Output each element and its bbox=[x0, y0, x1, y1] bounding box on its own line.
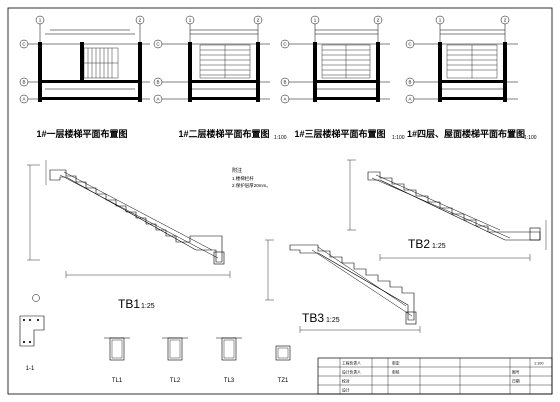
plan-1: C B A 1 2 1#一层楼梯平面布置图 bbox=[19, 15, 150, 139]
tb1-dims bbox=[27, 160, 231, 278]
plan-3-scale: 1:100 bbox=[392, 135, 405, 141]
plan-3-axis-1: 1 bbox=[314, 18, 317, 23]
column-tz1-label: TZ1 bbox=[278, 378, 289, 384]
plan-1-axis-b: B bbox=[22, 80, 25, 85]
tb2-steps bbox=[367, 171, 541, 241]
plan-1-axis-c: A bbox=[22, 97, 25, 102]
tb-row-3: 校对 bbox=[342, 379, 350, 384]
plan-2-axis-1: 1 bbox=[189, 18, 192, 23]
plan-4-axis-c: A bbox=[408, 97, 411, 102]
stair-tb1: TB1 1:25 bbox=[27, 160, 231, 311]
plan-4-axis-2: 2 bbox=[504, 18, 507, 23]
plan-4-axis-b: B bbox=[408, 80, 411, 85]
column-tz1: TZ1 bbox=[275, 345, 291, 384]
tb3-rebar bbox=[311, 246, 413, 317]
stair-tb2: TB2 1:25 bbox=[347, 159, 547, 261]
beam-tl3: TL3 bbox=[216, 337, 242, 384]
plan-3-title: 1#三层楼梯平面布置图 bbox=[294, 128, 385, 139]
section-1-1-marker bbox=[32, 294, 40, 302]
tb1-label: TB1 bbox=[118, 297, 140, 311]
plan-2: C B A 1 2 1#二层楼梯平面布置图 1:100 bbox=[153, 15, 287, 141]
plan-2-axis-2: 2 bbox=[257, 18, 260, 23]
plan-4-scale: 1:100 bbox=[524, 135, 537, 141]
plan-3-axis-c: A bbox=[283, 97, 286, 102]
plan-3-axis-b: B bbox=[283, 80, 286, 85]
tb-row-1: 工程负责人 bbox=[342, 361, 361, 366]
plan-4-title: 1#四层、屋面楼梯平面布置图 bbox=[407, 128, 525, 139]
plan-1-grid bbox=[24, 20, 150, 102]
plan-1-stair bbox=[83, 47, 119, 79]
beam-tl3-label: TL3 bbox=[224, 378, 235, 384]
beam-tl2-label: TL2 bbox=[170, 378, 181, 384]
plan-2-title: 1#二层楼梯平面布置图 bbox=[178, 128, 269, 139]
beam-tl2: TL2 bbox=[162, 337, 188, 384]
plan-3: C B A 1 2 1#三层楼梯平面布置图 1:100 bbox=[280, 15, 405, 141]
plan-1-walls bbox=[38, 42, 142, 102]
plan-2-scale: 1:100 bbox=[274, 135, 287, 141]
tb-cell-4: 日期 bbox=[512, 379, 520, 384]
tb2-beam bbox=[529, 227, 541, 241]
plan-2-axis-b: B bbox=[156, 80, 159, 85]
tb3-beam bbox=[405, 311, 417, 325]
plan-1-title: 1#一层楼梯平面布置图 bbox=[36, 128, 127, 139]
tb2-label: TB2 bbox=[408, 237, 430, 251]
beam-tl1: TL1 bbox=[104, 337, 130, 384]
stair-tb3: TB3 1:25 bbox=[265, 239, 421, 333]
tb1-scale: 1:25 bbox=[141, 303, 155, 310]
notes: 附注 1.楼梯栏杆 2.保护层厚20mm。 bbox=[232, 167, 271, 189]
tb3-label: TB3 bbox=[302, 311, 324, 325]
tb-cell-1: 审定 bbox=[392, 361, 400, 366]
section-1-1: 1-1 bbox=[19, 294, 45, 372]
title-block: 工程负责人 设计负责人 校对 设计 审定 审核 图号 日期 1:100 bbox=[317, 357, 553, 395]
plan-3-axis-a: C bbox=[283, 42, 287, 47]
plan-1-axis-a: C bbox=[22, 42, 26, 47]
plan-1-axis-marks bbox=[19, 15, 145, 104]
tb-row-2: 设计负责人 bbox=[342, 370, 361, 375]
beam-tl1-label: TL1 bbox=[112, 378, 123, 384]
tb2-scale: 1:25 bbox=[432, 243, 446, 250]
plan-1-axis-2: 2 bbox=[139, 18, 142, 23]
plan-2-stair bbox=[199, 44, 251, 79]
plan-4-axis-a: C bbox=[408, 42, 412, 47]
tb3-dims bbox=[265, 239, 421, 333]
plan-4-axis-1: 1 bbox=[439, 18, 442, 23]
plan-4-stair bbox=[446, 44, 498, 79]
notes-title: 附注 bbox=[232, 167, 242, 174]
sheet-border bbox=[7, 7, 553, 395]
tb-cell-3: 图号 bbox=[512, 370, 520, 375]
notes-line-1: 1.楼梯栏杆 bbox=[232, 175, 254, 182]
section-1-1-label: 1-1 bbox=[26, 366, 35, 372]
tb3-steps bbox=[289, 244, 415, 321]
tb-row-4: 设计 bbox=[342, 388, 350, 393]
tb2-dims bbox=[347, 159, 547, 261]
tb1-rebar bbox=[59, 171, 219, 259]
plan-4: C B A 1 2 1#四层、屋面楼梯平面布置图 1:100 bbox=[405, 15, 537, 141]
section-1-1-profile bbox=[19, 315, 45, 347]
plan-2-axis-a: C bbox=[156, 42, 160, 47]
plan-3-stair bbox=[321, 44, 371, 79]
tb3-scale: 1:25 bbox=[326, 317, 340, 324]
plan-3-axis-2: 2 bbox=[377, 18, 380, 23]
notes-line-2: 2.保护层厚20mm。 bbox=[232, 182, 271, 189]
tb-cell-2: 审核 bbox=[392, 370, 400, 375]
tb-scale-value: 1:100 bbox=[534, 362, 544, 366]
tb1-bottom-beam bbox=[213, 251, 225, 265]
tb2-rebar bbox=[371, 174, 511, 239]
tb1-steps bbox=[49, 169, 223, 263]
plan-2-axis-c: A bbox=[156, 97, 159, 102]
plan-1-axis-1: 1 bbox=[39, 18, 42, 23]
